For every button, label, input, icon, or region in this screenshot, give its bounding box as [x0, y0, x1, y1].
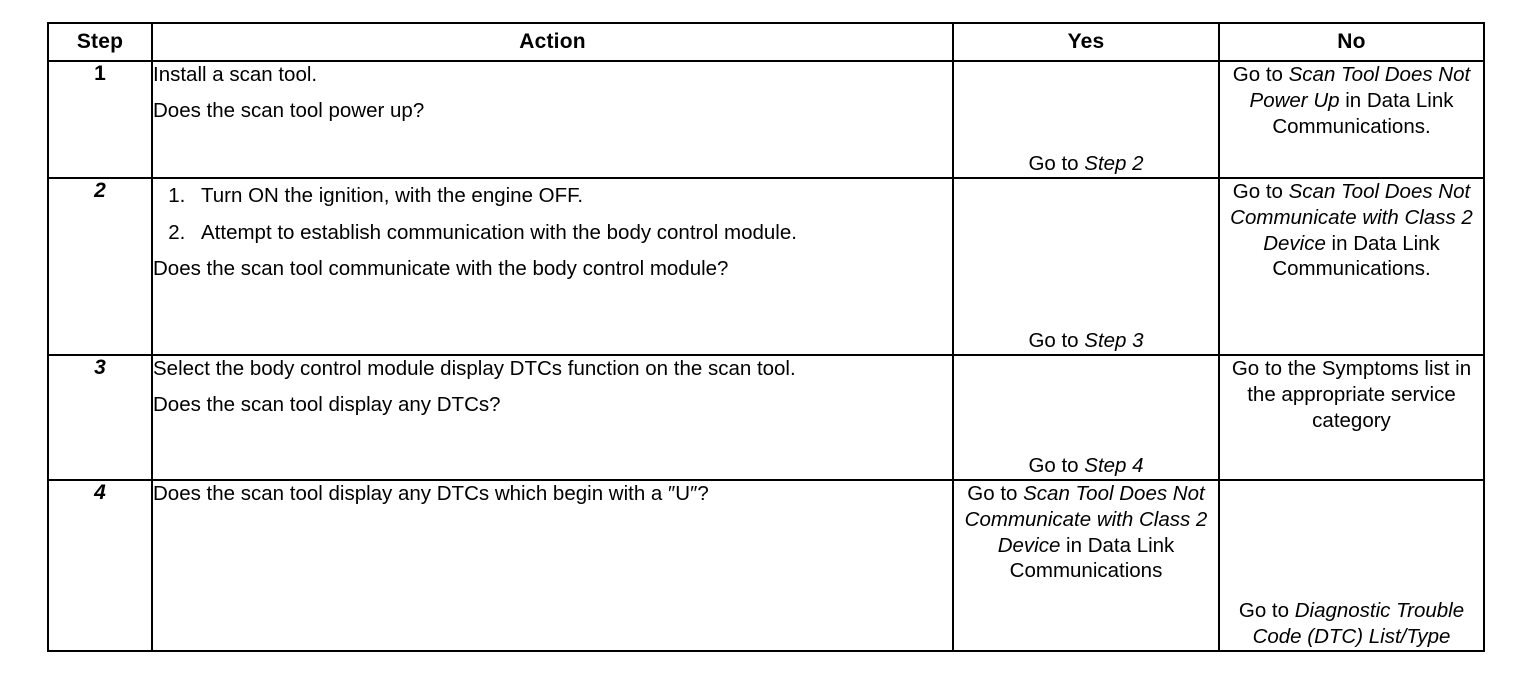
action-line: Select the body control module display D… [153, 357, 796, 380]
no-cell: Go to the Symptoms list in the appropria… [1218, 354, 1485, 481]
action-cell: Does the scan tool display any DTCs whic… [151, 479, 954, 652]
table-row: 3 Select the body control module display… [47, 354, 1485, 481]
column-header-yes: Yes [952, 22, 1220, 62]
no-cell: Go to Scan Tool Does Not Power Up in Dat… [1218, 60, 1485, 179]
no-answer-text: Go to Scan Tool Does Not Power Up in Dat… [1232, 63, 1471, 138]
table-row: 1 Install a scan tool. Does the scan too… [47, 60, 1485, 179]
step-number-cell: 4 [47, 479, 153, 652]
action-cell: Turn ON the ignition, with the engine OF… [151, 177, 954, 356]
action-line: Does the scan tool display any DTCs? [153, 392, 501, 416]
no-cell: Go to Diagnostic Trouble Code (DTC) List… [1218, 479, 1485, 652]
step-number: 1 [94, 62, 106, 85]
action-numbered-list: Turn ON the ignition, with the engine OF… [153, 183, 952, 246]
yes-answer-text: Go to Scan Tool Does Not Communicate wit… [964, 482, 1208, 583]
table-row: 4 Does the scan tool display any DTCs wh… [47, 479, 1485, 652]
column-header-action: Action [151, 22, 954, 62]
column-header-step: Step [47, 22, 153, 62]
yes-cell: Go to Step 2 [952, 60, 1220, 179]
table-row: 2 Turn ON the ignition, with the engine … [47, 177, 1485, 356]
action-list-item: Attempt to establish communication with … [191, 220, 952, 246]
step-number-cell: 3 [47, 354, 153, 481]
diagnostic-procedure-table: Step Action Yes No 1 Install a scan tool… [47, 22, 1485, 652]
action-cell: Install a scan tool. Does the scan tool … [151, 60, 954, 179]
action-cell: Select the body control module display D… [151, 354, 954, 481]
step-number-cell: 2 [47, 177, 153, 356]
column-header-no: No [1218, 22, 1485, 62]
step-number: 4 [94, 481, 106, 504]
table-header-row: Step Action Yes No [47, 22, 1485, 62]
no-cell: Go to Scan Tool Does Not Communicate wit… [1218, 177, 1485, 356]
step-number: 3 [94, 356, 106, 379]
action-list-item: Turn ON the ignition, with the engine OF… [191, 183, 952, 209]
no-answer-text: Go to Scan Tool Does Not Communicate wit… [1230, 180, 1473, 281]
yes-answer-text: Go to Step 2 [1028, 152, 1144, 176]
action-line: Does the scan tool power up? [153, 98, 425, 122]
step-number-cell: 1 [47, 60, 153, 179]
no-answer-text: Go to Diagnostic Trouble Code (DTC) List… [1238, 599, 1465, 649]
action-line: Does the scan tool communicate with the … [153, 257, 729, 281]
yes-answer-text: Go to Step 4 [1028, 454, 1144, 478]
action-line: Does the scan tool display any DTCs whic… [153, 482, 709, 505]
yes-answer-text: Go to Step 3 [1028, 329, 1144, 353]
yes-cell: Go to Step 3 [952, 177, 1220, 356]
action-line: Install a scan tool. [153, 63, 318, 86]
no-answer-text: Go to the Symptoms list in the appropria… [1231, 357, 1472, 432]
yes-cell: Go to Scan Tool Does Not Communicate wit… [952, 479, 1220, 652]
yes-cell: Go to Step 4 [952, 354, 1220, 481]
step-number: 2 [94, 179, 106, 202]
